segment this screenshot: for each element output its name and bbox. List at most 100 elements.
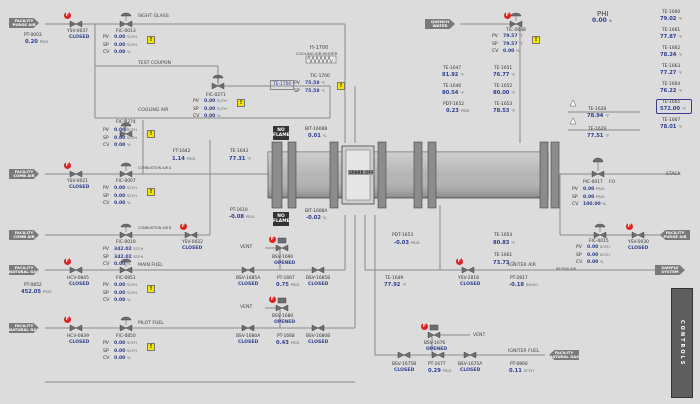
pt0003-reading[interactable]: 0.20 PSIG <box>25 39 48 45</box>
controller-tag: FIC-0271 <box>206 93 226 98</box>
te1628-reading[interactable]: 78.94 °F <box>587 113 609 119</box>
valve-status[interactable]: CLOSED <box>69 282 90 287</box>
valve-status[interactable]: CLOSED <box>69 185 90 190</box>
value: 0.43 <box>276 340 289 346</box>
pt1610-reading[interactable]: -0.08 PSIG <box>229 214 255 220</box>
pt0860-reading[interactable]: 0.11 SCFH <box>509 368 534 374</box>
valve-status[interactable]: CLOSED <box>308 340 329 345</box>
fault-badge[interactable]: F <box>504 12 511 19</box>
fault-badge[interactable]: F <box>269 236 276 243</box>
alarm-icon[interactable]: ! <box>147 343 155 351</box>
ft1642-reading[interactable]: 1.14 PSIG <box>172 156 195 162</box>
valve-status[interactable]: CLOSED <box>69 340 90 345</box>
dest-line1: QUENCH <box>430 18 450 24</box>
list-item-reading[interactable]: 78.01 °F <box>660 124 682 130</box>
te1651-reading[interactable]: 76.77 °F <box>493 72 515 78</box>
valve-status[interactable]: CLOSED <box>238 340 259 345</box>
te1643-reading[interactable]: 77.31 °F <box>229 156 251 162</box>
alarm-icon[interactable]: ! <box>147 188 155 196</box>
valve-status[interactable]: CLOSED <box>628 246 649 251</box>
pt1677-reading[interactable]: 0.29 PSIG <box>428 368 451 374</box>
te1700-box[interactable]: TE-1700 <box>270 80 294 90</box>
fault-badge[interactable]: F <box>421 323 428 330</box>
fault-badge[interactable]: F <box>269 296 276 303</box>
pt1668-reading[interactable]: 0.43 PSIG <box>276 340 299 346</box>
list-item-reading[interactable]: 79.02 °F <box>660 16 682 22</box>
bit1608b-reading[interactable]: 0.01 % <box>308 133 326 139</box>
selected-item-highlight[interactable] <box>656 99 692 114</box>
unit: PSIG <box>186 156 196 161</box>
valve-status[interactable]: CLOSED <box>394 368 415 373</box>
te1647-reading[interactable]: 81.92 °F <box>442 72 464 78</box>
valve-status[interactable]: CLOSED <box>182 246 203 251</box>
valve-status[interactable]: CLOSED <box>238 282 259 287</box>
unit: °F <box>460 72 465 77</box>
pdt1652-reading[interactable]: 0.23 PSID <box>446 108 469 114</box>
te1654-reading[interactable]: 80.83 °F <box>493 240 515 246</box>
list-item-tag: TE-1665 <box>662 100 681 105</box>
valve-status[interactable]: OPENED <box>426 347 448 352</box>
fault-badge[interactable]: F <box>64 258 71 265</box>
pdt1653-reading[interactable]: -0.03 PSID <box>394 240 420 246</box>
list-item-reading[interactable]: 77.87 °F <box>660 34 682 40</box>
alarm-icon[interactable]: ! <box>532 36 540 44</box>
phi-reading[interactable]: 0.00 Φ <box>592 18 612 24</box>
unit: SCFH <box>523 368 534 373</box>
te1646-reading[interactable]: 80.54 °F <box>442 90 464 96</box>
fault-badge[interactable]: F <box>180 223 187 230</box>
valve-status[interactable]: CLOSED <box>460 368 481 373</box>
fault-badge[interactable]: F <box>456 258 463 265</box>
alarm-icon[interactable]: ! <box>237 99 245 107</box>
bit1608a-reading[interactable]: -0.02 % <box>306 215 326 221</box>
alarm-icon[interactable]: ! <box>147 130 155 138</box>
pt1667-reading[interactable]: 0.75 PSIG <box>276 282 299 288</box>
te1629-reading[interactable]: 77.51 °F <box>587 133 609 139</box>
controls-button[interactable]: CONTROLS <box>671 288 693 398</box>
list-item-reading[interactable]: 572.00 °F <box>660 106 686 112</box>
valve-status[interactable]: CLOSED <box>69 35 90 40</box>
pt0852-reading[interactable]: 452.05 PSIG <box>21 289 52 295</box>
fault-badge[interactable]: F <box>64 316 71 323</box>
alarm-icon[interactable]: ! <box>147 36 155 44</box>
valve-status[interactable]: OPENED <box>274 261 296 266</box>
valve-status[interactable]: CLOSED <box>460 282 481 287</box>
fault-badge[interactable]: F <box>64 162 71 169</box>
alarm-icon[interactable]: ! <box>337 82 345 90</box>
te1649-reading[interactable]: 77.92 °F <box>384 282 406 288</box>
alarm-icon[interactable]: ! <box>147 285 155 293</box>
list-item-reading[interactable]: 78.24 °F <box>660 52 682 58</box>
te1652-reading[interactable]: 80.00 °F <box>493 90 515 96</box>
list-item-reading[interactable]: 76.22 °F <box>660 88 682 94</box>
cv-value: 0.00 <box>114 262 126 267</box>
valve-status[interactable]: OPENED <box>274 320 296 325</box>
te1661-reading[interactable]: 73.73 °F <box>493 260 515 266</box>
te1653-reading[interactable]: 78.53 °F <box>493 108 515 114</box>
transmitter-tag: PT-0860 <box>510 362 528 367</box>
pt2817-reading[interactable]: -0.18 INH2O <box>509 282 538 288</box>
spark-status[interactable]: SPARK OFF <box>348 170 375 175</box>
valve-status[interactable]: CLOSED <box>308 282 329 287</box>
fault-badge[interactable]: F <box>64 12 71 19</box>
list-item-reading[interactable]: 77.27 °F <box>660 70 682 76</box>
fault-badge[interactable]: F <box>626 223 633 230</box>
